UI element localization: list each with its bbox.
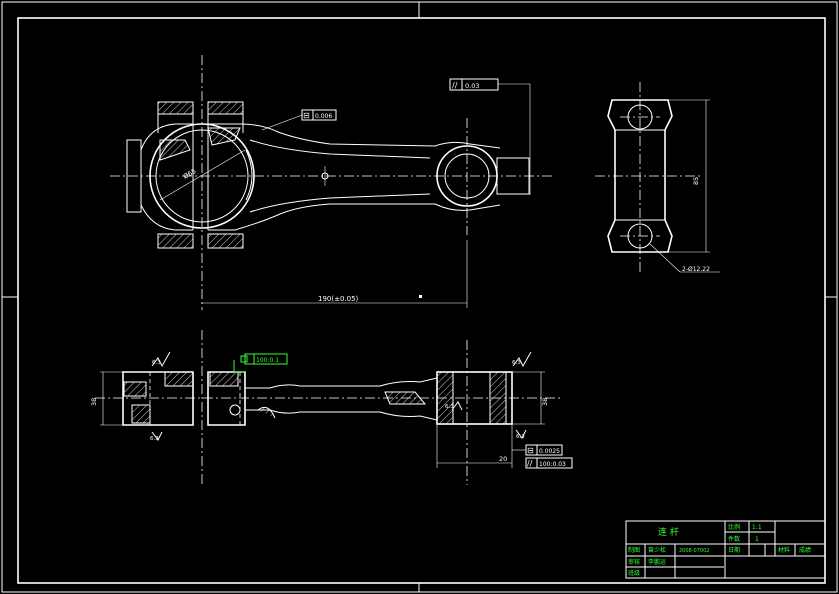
- parallel-frame-bottom: 100:0.1: [233, 353, 288, 373]
- part-name: 连 杆: [658, 526, 679, 538]
- svg-text:6.3: 6.3: [512, 360, 521, 366]
- svg-text:材料: 材料: [778, 546, 790, 554]
- svg-text:制图: 制图: [628, 546, 640, 554]
- svg-text:1:1: 1:1: [752, 524, 762, 531]
- svg-text:审核: 审核: [628, 558, 640, 566]
- center-dot: [419, 295, 422, 298]
- svg-text:6.3: 6.3: [150, 436, 159, 442]
- bottom-left-tolerance: 100:0.1: [256, 357, 279, 364]
- left-height-dim: 38: [90, 398, 98, 406]
- svg-text:成绩: 成绩: [799, 546, 811, 554]
- svg-text:6.3: 6.3: [152, 360, 161, 366]
- svg-text:曾少松: 曾少松: [648, 546, 666, 554]
- svg-text:⊟: ⊟: [303, 111, 310, 120]
- length-dimension: 190(±0.05): [318, 295, 359, 303]
- svg-text:班级: 班级: [628, 569, 640, 577]
- tolerance-frames-bottom-right: ⊟ 0.0025 // 100:0.03: [512, 444, 573, 469]
- big-bore-diameter: Ø65: [182, 167, 198, 181]
- rod-front-section: 38 38 20 6.3 6.3 6.3 6.3 6.3: [90, 330, 560, 485]
- svg-text:日期: 日期: [728, 546, 740, 554]
- parallel-tolerance-top: 0.03: [465, 82, 479, 90]
- svg-text:6.3: 6.3: [516, 434, 525, 440]
- svg-text:2008-07002: 2008-07002: [679, 548, 709, 554]
- svg-text:李鹏运: 李鹏运: [648, 558, 666, 566]
- side-width-dimension: 85: [692, 177, 700, 185]
- svg-text:⊟: ⊟: [527, 446, 534, 455]
- svg-text:6.3: 6.3: [445, 404, 454, 410]
- width-20-dim: 20: [499, 455, 507, 463]
- svg-text:件数: 件数: [728, 535, 740, 543]
- parallel-tolerance-bottom: 100:0.03: [539, 461, 566, 468]
- svg-text:1: 1: [755, 536, 759, 543]
- rod-top-view: [110, 55, 555, 310]
- perp-tolerance: 0.006: [315, 113, 332, 120]
- svg-text://: //: [452, 81, 458, 90]
- svg-text://: //: [527, 459, 533, 468]
- right-height-dim: 38: [541, 398, 549, 406]
- holes-dimension: 2-Ø12.22: [682, 266, 710, 273]
- rod-side-view: 85 2-Ø12.22: [595, 82, 720, 275]
- svg-text:比例: 比例: [728, 523, 740, 531]
- title-block: 连 杆 比例 1:1 件数 1 制图 审核 班级 曾少松 李鹏运 2008-07…: [625, 520, 826, 579]
- cyl-tolerance: 0.0025: [539, 448, 560, 455]
